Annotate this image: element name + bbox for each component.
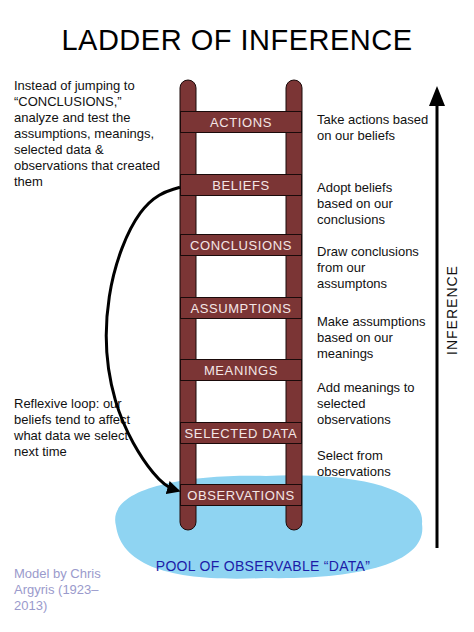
pool-label: POOL OF OBSERVABLE “DATA” [156, 558, 370, 574]
ladder-rung: SELECTED DATA [180, 422, 302, 444]
step-description: Draw conclusions from our assumptons [317, 244, 429, 292]
axis-label: INFERENCE [444, 210, 460, 410]
diagram-title: LADDER OF INFERENCE [0, 24, 474, 57]
step-description: Select from observations [317, 448, 429, 480]
pool-outline [115, 475, 422, 578]
ladder-rung: OBSERVATIONS [180, 484, 302, 506]
rung-label: OBSERVATIONS [187, 488, 295, 503]
ladder-rung: BELIEFS [180, 174, 302, 196]
ladder-rung: MEANINGS [180, 359, 302, 381]
loop-note: Reflexive loop: our beliefs tend to affe… [14, 396, 154, 460]
ladder-rung: ACTIONS [180, 111, 302, 133]
credit-note: Model by Chris Argyris (1923–2013) [14, 566, 114, 614]
instruction-note: Instead of jumping to “CONCLUSIONS,” ana… [14, 78, 164, 190]
inference-arrow [436, 102, 439, 548]
rung-label: ACTIONS [210, 115, 272, 130]
ladder-rung: CONCLUSIONS [180, 234, 302, 256]
step-description: Add meanings to selected observations [317, 380, 429, 428]
step-description: Take actions based on our beliefs [317, 112, 429, 144]
step-description: Adopt beliefs based on our conclusions [317, 180, 429, 228]
reflexive-loop-arrow [106, 187, 180, 490]
rung-label: CONCLUSIONS [190, 238, 292, 253]
rung-label: MEANINGS [204, 363, 278, 378]
step-description: Make assumptions based on our meanings [317, 314, 429, 362]
rung-label: SELECTED DATA [185, 426, 298, 441]
rung-label: BELIEFS [212, 178, 270, 193]
rung-label: ASSUMPTIONS [190, 301, 291, 316]
ladder-rung: ASSUMPTIONS [180, 297, 302, 319]
inference-arrowhead [429, 86, 445, 106]
